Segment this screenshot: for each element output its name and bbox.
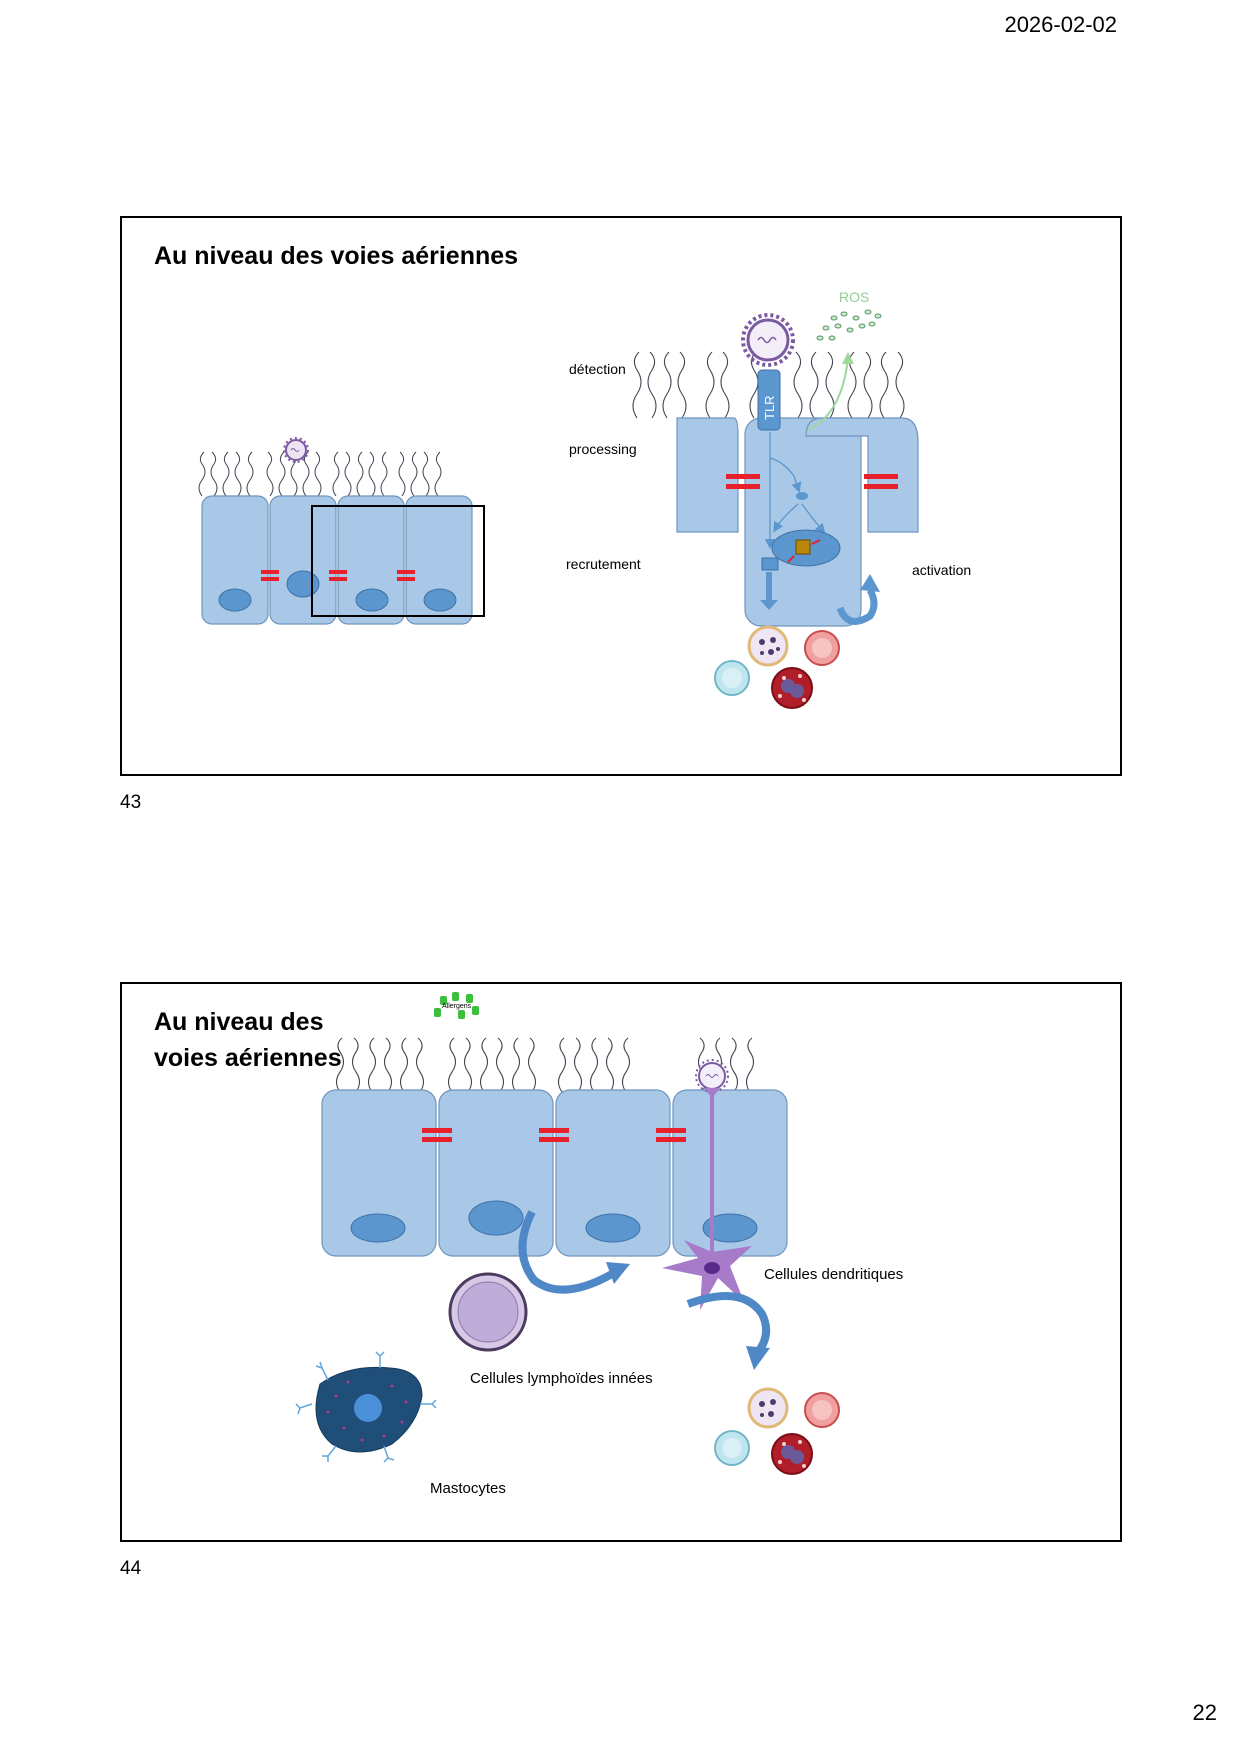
immune-cells-slide43 [714, 625, 840, 709]
eosinophil [771, 667, 813, 709]
mast-cell [295, 1351, 437, 1463]
label-mast-cells: Mastocytes [430, 1480, 506, 1497]
basophil [747, 625, 789, 667]
ros-particles [816, 309, 882, 341]
slide-44: Allergens [120, 982, 1122, 1542]
tight-junctions-left [261, 570, 415, 581]
virus-icon [695, 1059, 729, 1093]
eosinophil [771, 1433, 813, 1475]
label-dendritic-cells: Cellules dendritiques [764, 1266, 904, 1283]
print-date: 2026-02-02 [1004, 12, 1117, 37]
recruitment-arrow [766, 572, 772, 600]
allergens-label: Allergens [442, 1003, 472, 1010]
label-recruitment: recrutement [566, 556, 641, 572]
dendritic-cell [662, 1088, 752, 1310]
neutrophil-red [804, 630, 840, 666]
tlr-label: TLR [762, 395, 777, 420]
signaling-vesicle [796, 492, 808, 500]
label-innate-lymphoid-cells: Cellules lymphoïdes innées [470, 1370, 653, 1387]
activation-arrow [836, 574, 880, 625]
allergen-icon [434, 992, 479, 1019]
airway-immunity-diagram: Allergens [295, 992, 840, 1475]
basophil [747, 1387, 789, 1429]
virus-icon-large [741, 313, 795, 367]
page-number: 22 [1192, 1700, 1217, 1725]
tight-junctions [422, 1128, 686, 1142]
slide-number-43: 43 [120, 792, 142, 813]
signaling-path [764, 432, 826, 550]
arrow-dc-to-immune-cells [686, 1292, 771, 1370]
airway-epithelium-diagram: TLR ROS [198, 289, 919, 709]
dendritic-nucleus [704, 1262, 720, 1274]
tlr-receptor [757, 369, 781, 431]
arrow-epithelium-to-dc [518, 1210, 630, 1294]
virus-icon-small [283, 437, 309, 463]
slide-number-44: 44 [120, 1558, 142, 1579]
cilia-left [198, 451, 442, 497]
epithelial-cells [321, 1089, 788, 1257]
slide-title: Au niveau des voies aériennes [154, 1008, 342, 1072]
nuclei [350, 1200, 758, 1243]
label-processing: processing [569, 441, 637, 457]
lymphocyte-blue [714, 660, 750, 696]
lymphocyte-blue [714, 1430, 750, 1466]
label-detection: détection [569, 361, 626, 377]
transcription-factor [795, 539, 811, 555]
epithelial-cells-left [201, 495, 473, 625]
cilia [335, 1037, 755, 1093]
neutrophil-red [804, 1392, 840, 1428]
ros-arrow [807, 357, 849, 431]
immune-cells-slide44 [714, 1387, 840, 1475]
epithelial-cells-right [676, 417, 919, 627]
slide-title: Au niveau des voies aériennes [154, 242, 519, 270]
slide-43: TLR ROS [120, 216, 1122, 776]
zoom-frame [311, 505, 485, 617]
label-activation: activation [912, 562, 972, 578]
secretion-vesicle [761, 557, 779, 571]
tight-junctions-right [726, 474, 898, 489]
innate-lymphoid-cell [448, 1272, 528, 1352]
ros-label: ROS [839, 289, 869, 305]
